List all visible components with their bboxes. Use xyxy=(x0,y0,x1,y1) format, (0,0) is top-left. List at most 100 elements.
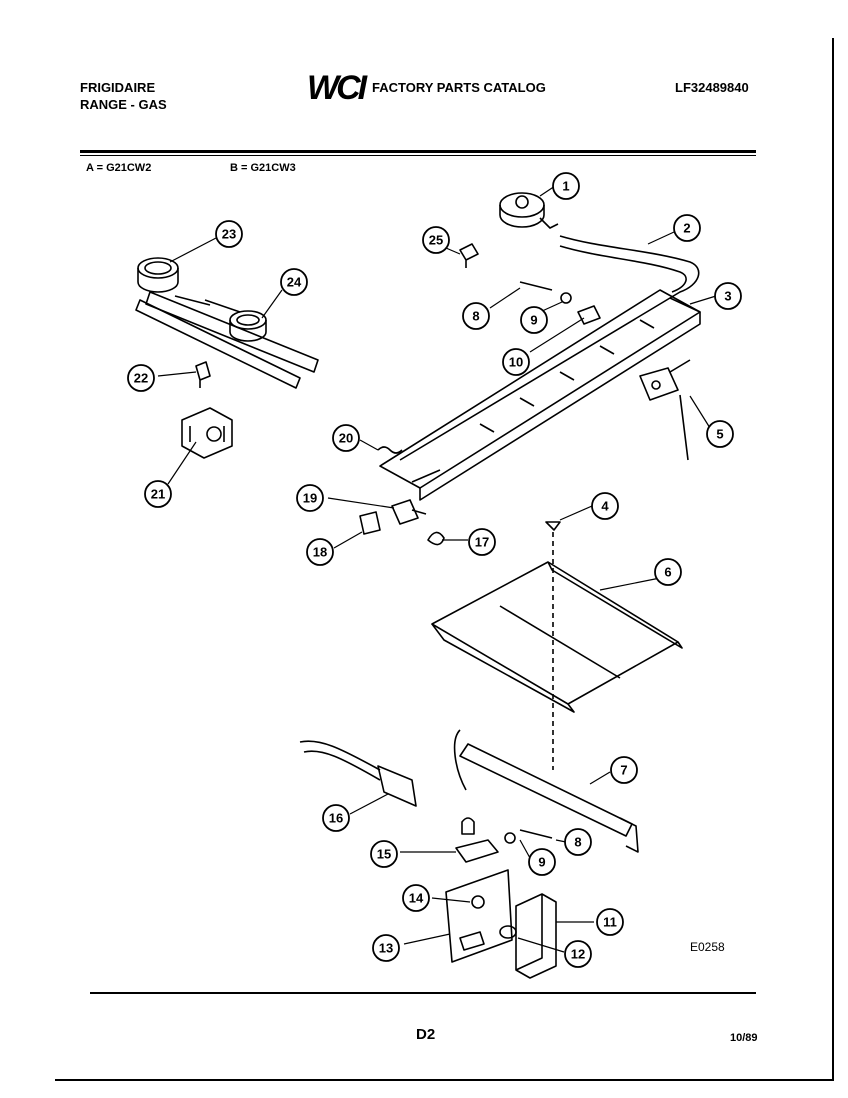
callout-circle xyxy=(127,364,155,392)
callout-13: 13 xyxy=(372,934,400,962)
callout-label: 16 xyxy=(329,811,343,826)
callout-circle xyxy=(552,172,580,200)
callout-circle xyxy=(322,804,350,832)
callout-26: 8 xyxy=(564,828,592,856)
callout-label: 9 xyxy=(538,855,545,870)
callout-circle xyxy=(714,282,742,310)
callout-label: 24 xyxy=(287,275,302,290)
part-22-spring-clip xyxy=(195,361,211,388)
part-19-valve-body xyxy=(391,499,427,525)
callout-8: 8 xyxy=(462,302,490,330)
callout-label: 2 xyxy=(683,221,690,236)
header-rule-thick xyxy=(80,150,756,153)
callout-label: 11 xyxy=(603,915,617,930)
callout-22: 22 xyxy=(127,364,155,392)
callout-circle xyxy=(564,940,592,968)
catalog-title: FACTORY PARTS CATALOG xyxy=(372,80,546,95)
callout-label: 19 xyxy=(303,491,317,506)
part-15-safety-valve xyxy=(455,817,499,863)
part-18-bracket xyxy=(359,511,381,535)
callout-3: 3 xyxy=(714,282,742,310)
callout-label: 18 xyxy=(313,545,327,560)
callout-label: 6 xyxy=(664,565,671,580)
callout-circle xyxy=(422,226,450,254)
part-17-knob-insert xyxy=(427,531,445,546)
callout-label: 15 xyxy=(377,847,391,862)
part-9-orifice-lower xyxy=(504,832,516,844)
callout-circle xyxy=(296,484,324,512)
product-label: RANGE - GAS xyxy=(80,97,167,112)
callout-label: 22 xyxy=(134,371,148,386)
callout-circle xyxy=(564,828,592,856)
callout-circle xyxy=(591,492,619,520)
callout-25: 25 xyxy=(422,226,450,254)
callout-1: 1 xyxy=(552,172,580,200)
footer-rule xyxy=(90,992,756,994)
callout-label: 3 xyxy=(724,289,731,304)
callout-circle xyxy=(402,884,430,912)
part-10-valve-spud xyxy=(577,305,601,325)
part-6-broiler-shield xyxy=(431,561,683,713)
callout-circle xyxy=(654,558,682,586)
callout-5: 5 xyxy=(706,420,734,448)
callout-circle xyxy=(306,538,334,566)
callout-label: 20 xyxy=(339,431,353,446)
part-25-clip xyxy=(459,243,479,268)
part-11-cover xyxy=(515,893,557,979)
part-20-spring xyxy=(377,446,403,454)
callout-circle xyxy=(673,214,701,242)
callout-18: 18 xyxy=(306,538,334,566)
part-12-nut xyxy=(499,925,517,939)
callout-label: 12 xyxy=(571,947,585,962)
callout-21: 21 xyxy=(144,480,172,508)
part-5-thermostat xyxy=(639,359,691,461)
callout-6: 6 xyxy=(654,558,682,586)
catalog-date: 10/89 xyxy=(730,1032,758,1044)
part-7-oven-burner xyxy=(453,729,639,853)
callout-12: 12 xyxy=(564,940,592,968)
callout-label: 8 xyxy=(472,309,479,324)
callout-circle xyxy=(520,306,548,334)
callout-14: 14 xyxy=(402,884,430,912)
callout-circle xyxy=(706,420,734,448)
callout-7: 7 xyxy=(610,756,638,784)
surface-burner-assembly xyxy=(135,257,319,389)
callout-23: 23 xyxy=(215,220,243,248)
part-9-orifice xyxy=(560,292,572,304)
callout-circle xyxy=(370,840,398,868)
catalog-part-number: LF32489840 xyxy=(675,80,749,95)
callout-circle xyxy=(280,268,308,296)
callout-circle xyxy=(144,480,172,508)
callout-circle xyxy=(332,424,360,452)
part-1-pressure-regulator xyxy=(499,192,559,229)
callout-label: 9 xyxy=(530,313,537,328)
model-b-label: B = G21CW3 xyxy=(230,162,296,174)
callout-16: 16 xyxy=(322,804,350,832)
callout-circle xyxy=(468,528,496,556)
callout-circle xyxy=(372,934,400,962)
callout-circle xyxy=(502,348,530,376)
callout-label: 4 xyxy=(601,499,609,514)
callout-label: 5 xyxy=(716,427,723,442)
wci-logo: WCI xyxy=(307,69,367,107)
callout-label: 13 xyxy=(379,941,393,956)
callout-24: 24 xyxy=(280,268,308,296)
callout-27: 9 xyxy=(528,848,556,876)
callout-circle xyxy=(610,756,638,784)
callout-label: 10 xyxy=(509,355,523,370)
callout-19: 19 xyxy=(296,484,324,512)
callout-2: 2 xyxy=(673,214,701,242)
part-4-clip xyxy=(545,521,561,531)
callout-label: 23 xyxy=(222,227,236,242)
callout-17: 17 xyxy=(468,528,496,556)
part-8-orifice-rod xyxy=(519,281,553,291)
callout-10: 10 xyxy=(502,348,530,376)
callout-label: 14 xyxy=(409,891,424,906)
callout-label: 1 xyxy=(562,179,569,194)
callout-9: 9 xyxy=(520,306,548,334)
callout-label: 21 xyxy=(151,487,165,502)
callout-circle xyxy=(462,302,490,330)
